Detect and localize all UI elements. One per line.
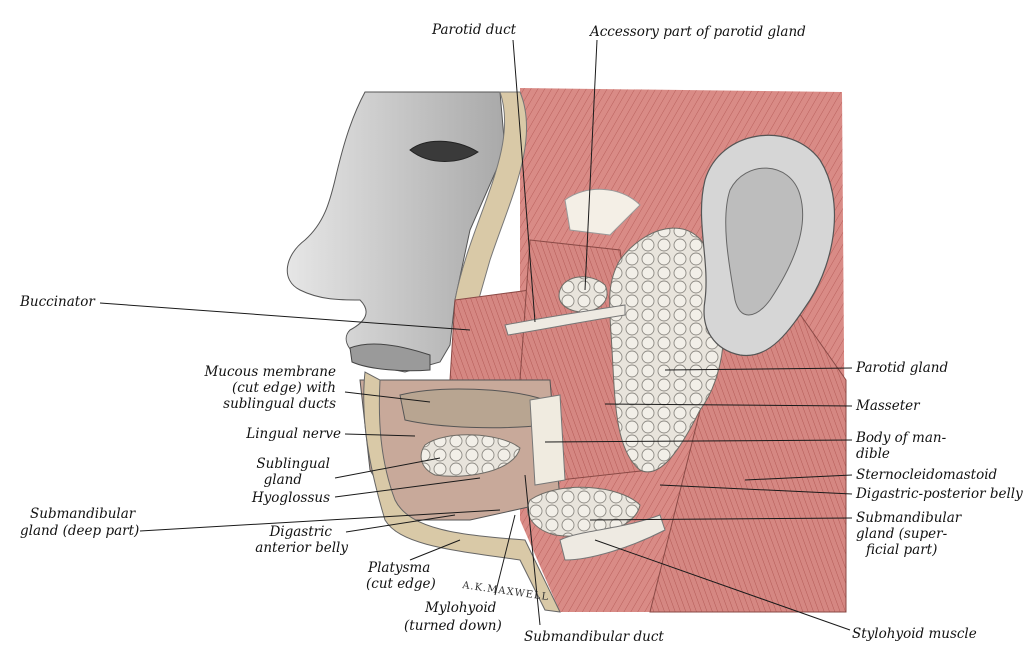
leader-accessory-parotid: [584, 39, 598, 291]
label-lingual-nerve: Lingual nerve: [245, 426, 341, 442]
label-digastric-posterior: Digastric-posterior belly: [855, 486, 1023, 502]
leader-mucous-membrane: [344, 391, 431, 403]
label-sublingual-2: gland: [264, 472, 303, 488]
label-mucous-membrane-3: sublingual ducts: [223, 396, 336, 412]
leader-stylohyoid: [594, 539, 851, 631]
label-parotid-gland: Parotid gland: [855, 360, 948, 376]
leader-parotid-gland: [664, 367, 853, 371]
leader-mylohyoid: [494, 514, 516, 596]
mandible-body: [529, 394, 566, 486]
tongue: [399, 388, 546, 429]
label-mucous-membrane-1: Mucous membrane: [203, 364, 336, 380]
leader-hyoglossus: [334, 477, 481, 498]
ear-inner: [725, 167, 804, 316]
label-platysma-1: Platysma: [367, 560, 430, 576]
hyoid-region: [559, 514, 666, 561]
sublingual-gland: [420, 434, 521, 477]
leader-lingual-nerve: [344, 433, 416, 437]
label-submandibular-deep-2: gland (deep part): [20, 523, 139, 539]
label-sublingual-1: Sublingual: [256, 456, 330, 472]
accessory-parotid-gland: [558, 276, 608, 313]
label-body-mandible-1: Body of man-: [855, 430, 947, 446]
label-digastric-anterior-1: Digastric: [268, 524, 332, 540]
label-mucous-membrane-2: (cut edge) with: [232, 380, 336, 396]
label-body-mandible-2: dible: [856, 446, 890, 462]
label-platysma-2: (cut edge): [366, 576, 436, 592]
label-sternocleidomastoid: Sternocleidomastoid: [856, 467, 998, 483]
label-accessory-parotid: Accessory part of parotid gland: [588, 24, 806, 40]
leader-body-mandible: [544, 439, 853, 443]
label-mylohyoid-1: Mylohyoid: [424, 600, 497, 616]
leader-submandibular-superficial: [589, 517, 853, 521]
leader-digastric-posterior: [659, 484, 853, 495]
leader-sublingual-gland: [334, 457, 441, 479]
parotid-duct: [504, 304, 626, 336]
label-hyoglossus: Hyoglossus: [251, 490, 330, 506]
leader-sternocleidomastoid: [744, 474, 853, 481]
leader-lines: [99, 39, 853, 631]
label-submandibular-superficial-1: Submandibular: [856, 510, 963, 526]
leader-buccinator: [99, 302, 471, 331]
eye: [409, 140, 479, 162]
label-parotid-duct: Parotid duct: [431, 22, 517, 38]
label-mylohyoid-2: (turned down): [404, 618, 502, 634]
label-masseter: Masseter: [855, 398, 921, 414]
lips: [349, 343, 431, 372]
label-submandibular-duct: Submandibular duct: [524, 629, 664, 645]
label-submandibular-deep-1: Submandibular: [30, 506, 137, 522]
label-digastric-anterior-2: anterior belly: [255, 540, 348, 556]
label-submandibular-superficial-3: ficial part): [865, 542, 937, 558]
label-stylohyoid: Stylohyoid muscle: [852, 626, 977, 642]
leader-submandibular-deep: [139, 509, 501, 532]
label-submandibular-superficial-2: gland (super-: [856, 526, 948, 542]
leader-digastric-anterior: [345, 514, 456, 533]
submandibular-gland-superficial: [527, 486, 641, 537]
chin-neck-outline: [363, 371, 561, 613]
parotid-gland: [609, 227, 725, 473]
zygomatic-cut: [564, 188, 641, 236]
leader-masseter: [604, 403, 853, 407]
leader-parotid-duct: [512, 39, 536, 323]
leader-submandibular-duct: [524, 474, 541, 626]
leader-platysma: [409, 539, 461, 561]
label-buccinator: Buccinator: [19, 294, 96, 310]
